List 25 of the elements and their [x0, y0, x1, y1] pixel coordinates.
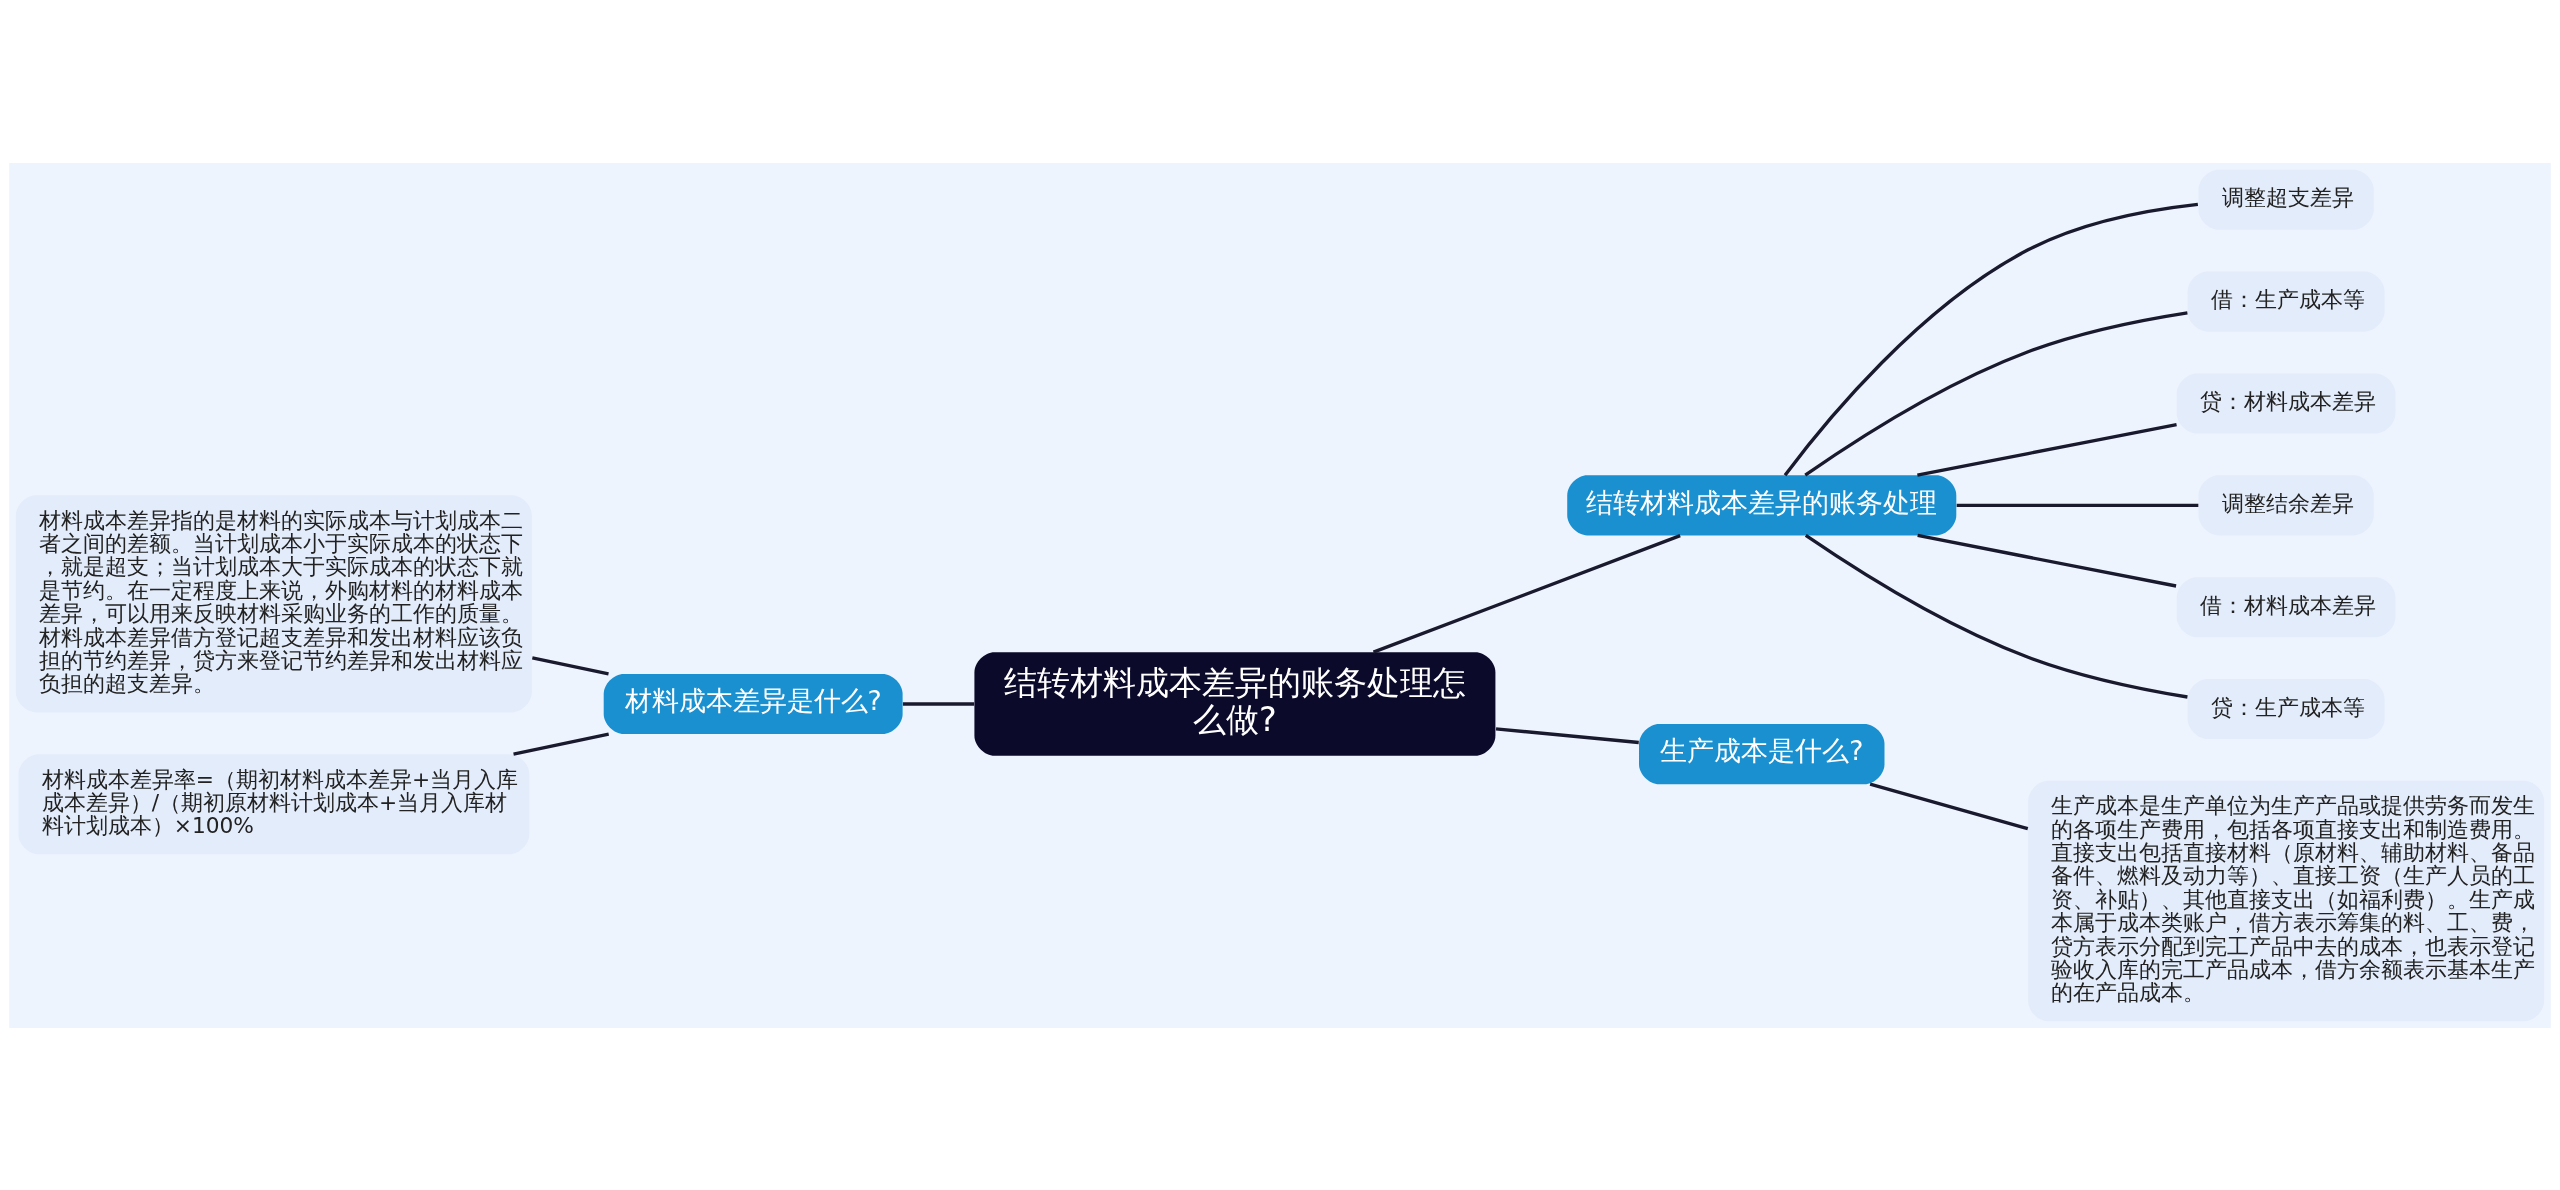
connector — [1804, 310, 2188, 476]
connector — [1783, 202, 2199, 476]
connector — [902, 701, 975, 706]
connector — [532, 655, 609, 676]
node-box: 生产成本是生产单位为生产产品或提供劳务而发生的各项生产费用，包括各项直接支出和制造费用。直接支出包括直接材料（原材料、辅助材料、备品备件、燃料及动力等）、直接工资（生产人员的工资、补贴）、其他直接支出（如福利费）。生产成本属于成本类账户，借方表示筹集的料、工、费，贷方表示分配到完工产品中去的成本，也表示登记验收入库的完工产品成本，借方余额表示基本生产的在产品成本。 — [2028, 780, 2545, 1021]
node-box: 调整超支差异 — [2198, 169, 2374, 230]
node-box: 调整结余差异 — [2198, 474, 2374, 535]
connector — [1917, 422, 2177, 477]
connector — [1372, 533, 1681, 654]
connector — [1917, 533, 2177, 588]
connector — [1804, 533, 2188, 699]
node-box: 生产成本是什么? — [1639, 723, 1885, 784]
node-box: 结转材料成本差异的账务处理怎么做? — [974, 651, 1496, 756]
connector — [1956, 503, 2199, 507]
node-box: 贷：生产成本等 — [2187, 678, 2385, 739]
node-box: 借：生产成本等 — [2187, 271, 2385, 332]
node-box: 材料成本差异指的是材料的实际成本与计划成本二者之间的差额。当计划成本小于实际成本的状态下，就是超支；当计划成本大于实际成本的状态下就是节约。在一定程度上来说，外购材料的材料成本差异，可以用来反映材料采购业务的工作的质量。材料成本差异借方登记超支差异和发出材料应该负担的节约差异，贷方来登记节约差异和发出材料应负担的超支差异。 — [15, 494, 532, 712]
connector — [1495, 726, 1639, 744]
connector — [1869, 782, 2029, 830]
node-box: 材料成本差异是什么? — [603, 673, 903, 734]
node-box: 结转材料成本差异的账务处理 — [1567, 474, 1957, 535]
node-box: 材料成本差异率=（期初材料成本差异+当月入库成本差异）/（期初原材料计划成本+当月入库材料计划成本）×100% — [18, 753, 530, 854]
connector — [513, 731, 610, 756]
node-box: 贷：材料成本差异 — [2176, 372, 2396, 433]
node-box: 借：材料成本差异 — [2176, 576, 2396, 637]
